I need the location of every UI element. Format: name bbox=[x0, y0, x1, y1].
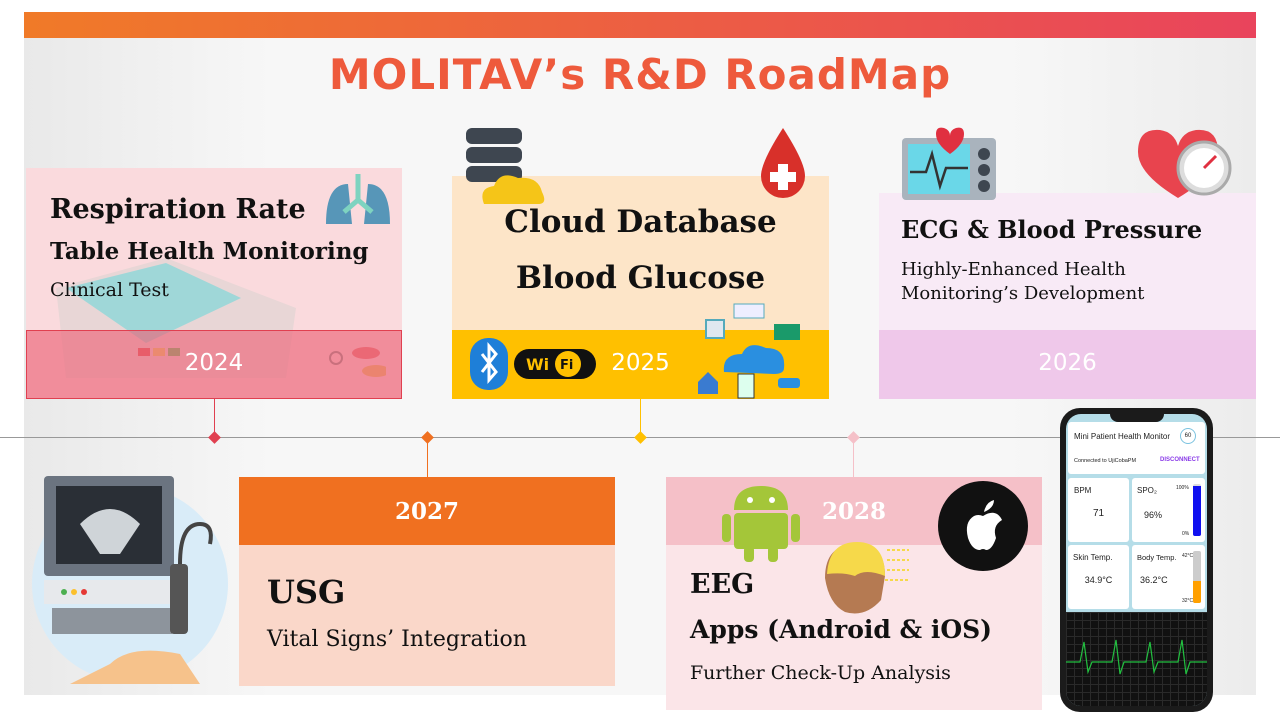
connector-2028 bbox=[853, 437, 854, 477]
card-title: ECG & Blood Pressure bbox=[901, 215, 1203, 244]
svg-text:Fi: Fi bbox=[560, 358, 573, 373]
card-title: Respiration Rate bbox=[50, 194, 306, 225]
bpm-label: BPM bbox=[1074, 486, 1092, 495]
card-subtitle: Blood Glucose bbox=[515, 260, 766, 296]
connector-2024 bbox=[214, 398, 215, 437]
phone-mockup: Mini Patient Health Monitor 60 Connected… bbox=[1060, 408, 1213, 712]
card-detail: Clinical Test bbox=[50, 279, 169, 301]
svg-text:Wi: Wi bbox=[526, 355, 549, 374]
card-2027: 2027 USG Vital Signs’ Integration bbox=[239, 477, 615, 686]
iot-network-icon bbox=[698, 303, 800, 399]
year-label-2027: 2027 bbox=[394, 498, 459, 525]
skin-temp-tile: Skin Temp. 34.9°C bbox=[1068, 545, 1129, 609]
spo2-tile: SPO₂ 96% 100% 0% bbox=[1132, 478, 1205, 542]
bluetooth-wifi-icons: Wi Fi bbox=[470, 338, 596, 390]
skin-temp-label: Skin Temp. bbox=[1073, 553, 1113, 562]
spo2-bar bbox=[1193, 484, 1201, 536]
eeg-head-icon bbox=[825, 542, 909, 614]
app-title: Mini Patient Health Monitor bbox=[1074, 432, 1171, 441]
connector-2027 bbox=[427, 437, 428, 477]
temp-bar bbox=[1193, 551, 1201, 603]
blood-drop-icon bbox=[761, 128, 805, 198]
refresh-rate-badge[interactable]: 60 bbox=[1180, 428, 1196, 444]
bpm-value: 71 bbox=[1092, 508, 1105, 519]
heart-gauge-icon bbox=[1138, 129, 1232, 198]
top-gradient-bar bbox=[24, 12, 1256, 38]
card-detail: Further Check-Up Analysis bbox=[690, 662, 951, 684]
phone-screen: Mini Patient Health Monitor 60 Connected… bbox=[1066, 414, 1207, 706]
lungs-icon bbox=[326, 174, 390, 224]
body-temp-value: 36.2°C bbox=[1140, 575, 1168, 585]
year-label-2025: 2025 bbox=[611, 350, 670, 376]
android-icon bbox=[722, 486, 800, 562]
card-title: EEG bbox=[690, 569, 755, 600]
ecg-waveform bbox=[1066, 612, 1207, 706]
card-2024: Respiration Rate Table Health Monitoring… bbox=[26, 168, 402, 399]
temp-max: 42°C bbox=[1182, 553, 1194, 559]
body-temp-label: Body Temp. bbox=[1137, 553, 1177, 562]
database-cloud-icon bbox=[466, 128, 545, 204]
year-label-2026: 2026 bbox=[1038, 350, 1097, 376]
bpm-tile: BPM 71 bbox=[1068, 478, 1129, 542]
ecg-monitor-icon bbox=[902, 127, 996, 200]
card-detail-line-2: Monitoring’s Development bbox=[901, 283, 1145, 304]
card-2026: ECG & Blood Pressure Highly-Enhanced Hea… bbox=[879, 193, 1256, 399]
card-detail-line-1: Highly-Enhanced Health bbox=[901, 259, 1126, 280]
temp-min: 32°C bbox=[1182, 598, 1194, 604]
card-subtitle: Table Health Monitoring bbox=[50, 238, 369, 265]
skin-temp-value: 34.9°C bbox=[1084, 575, 1113, 585]
card-title: USG bbox=[267, 573, 346, 611]
apple-icon bbox=[938, 481, 1028, 571]
year-label-2024: 2024 bbox=[184, 350, 244, 376]
spo2-min: 0% bbox=[1182, 531, 1190, 537]
body-temp-tile: Body Temp. 36.2°C 42°C 32°C bbox=[1132, 545, 1205, 609]
page-title: MOLITAV’s R&D RoadMap bbox=[328, 50, 952, 99]
spo2-max: 100% bbox=[1176, 485, 1189, 491]
card-title: Cloud Database bbox=[504, 204, 777, 240]
year-label-2028: 2028 bbox=[821, 498, 886, 525]
spo2-value: 96% bbox=[1144, 510, 1163, 520]
card-detail: Vital Signs’ Integration bbox=[267, 627, 527, 652]
ultrasound-machine-icon bbox=[32, 476, 228, 684]
connection-status: Connected to UjiCobaPM bbox=[1074, 458, 1137, 464]
disconnect-button[interactable]: DISCONNECT bbox=[1160, 457, 1200, 463]
connector-2025 bbox=[640, 398, 641, 437]
card-subtitle: Apps (Android & iOS) bbox=[690, 615, 992, 644]
spo2-label: SPO₂ bbox=[1137, 486, 1157, 495]
